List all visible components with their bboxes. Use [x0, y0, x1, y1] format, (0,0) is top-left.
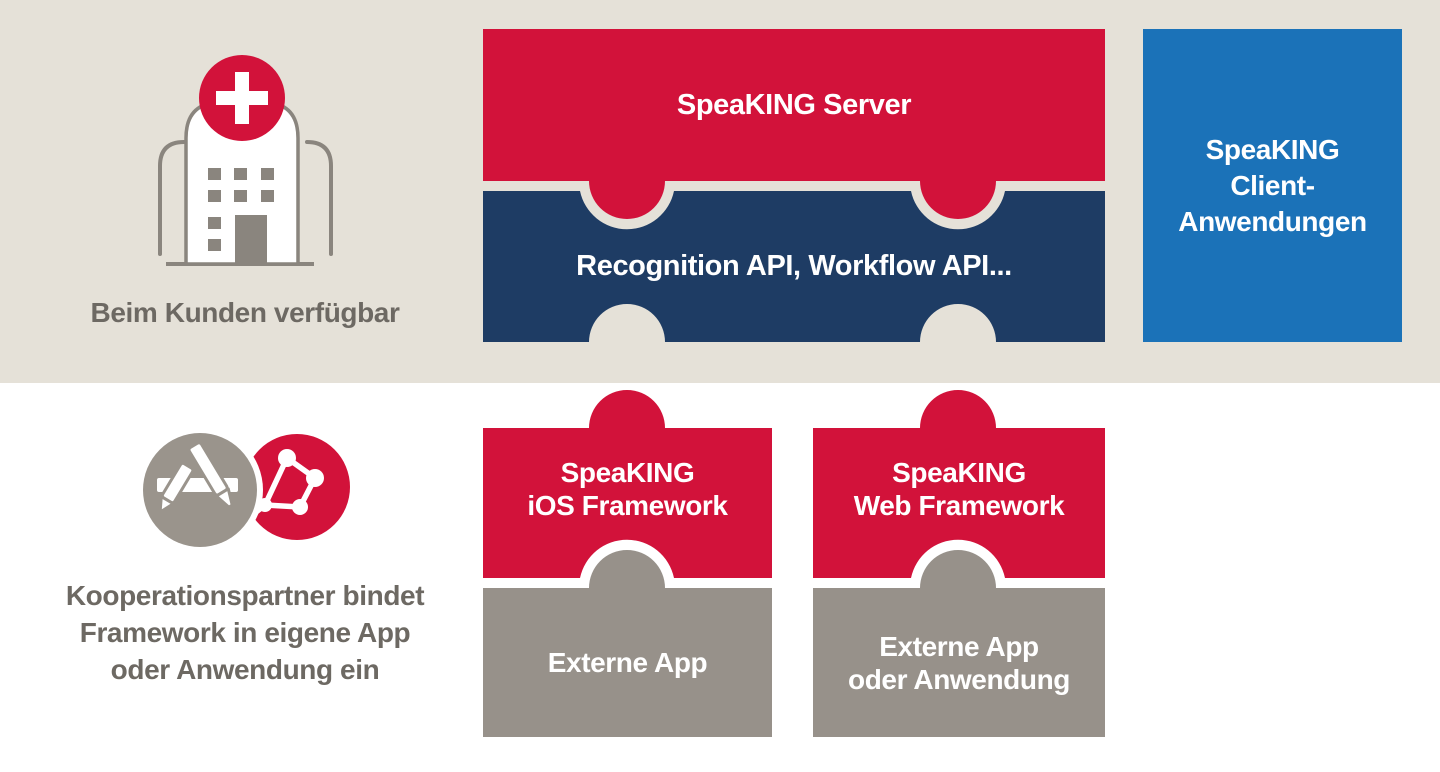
client-applications-box: SpeaKING Client- Anwendungen: [1143, 29, 1402, 342]
hospital-windows: [208, 168, 274, 251]
network-icon-circle: [244, 434, 350, 540]
customer-caption: Beim Kunden verfügbar: [45, 297, 445, 329]
hospital-left-wing: [158, 140, 186, 256]
client-box-line: SpeaKING: [1205, 133, 1340, 165]
medical-cross-icon: [216, 72, 268, 124]
externe-app-puzzle-piece: [483, 550, 772, 737]
partner-caption-line: Kooperationspartner bindet: [65, 580, 425, 611]
client-box-line: Client-: [1230, 169, 1315, 201]
partner-icons: [137, 427, 350, 553]
app-store-icon: [157, 441, 238, 514]
externe-app-anwendung-puzzle-piece: [813, 550, 1105, 737]
ios-framework-puzzle-piece: [483, 390, 772, 578]
hospital-right-wing: [305, 140, 333, 256]
customer-caption-text: Beim Kunden verfügbar: [90, 297, 400, 328]
web-framework-puzzle-piece: [813, 390, 1105, 578]
hospital-door: [235, 215, 267, 264]
hospital-icon: [158, 55, 333, 266]
server-puzzle-piece: [483, 29, 1105, 219]
client-box-line: Anwendungen: [1178, 205, 1367, 237]
api-puzzle-piece: [483, 191, 1105, 342]
partner-caption-line: Framework in eigene App: [79, 617, 411, 648]
partner-caption: Kooperationspartner bindet Framework in …: [35, 577, 455, 688]
partner-caption-line: oder Anwendung ein: [110, 654, 380, 685]
